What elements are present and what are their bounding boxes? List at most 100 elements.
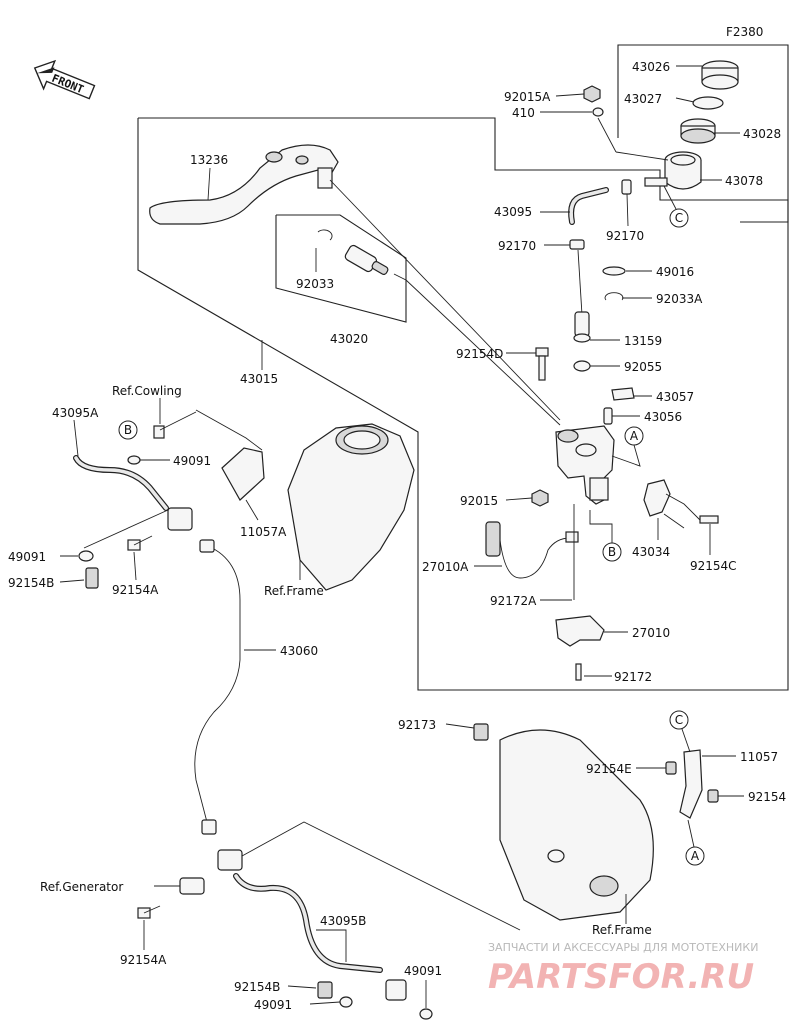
- svg-text:C: C: [675, 713, 683, 727]
- frame-bottom: [499, 729, 654, 921]
- label-92154B-a: 92154B: [8, 576, 54, 590]
- label-43020: 43020: [330, 332, 368, 346]
- master-cylinder-frame: [137, 117, 789, 691]
- label-49091-b: 49091: [8, 550, 46, 564]
- label-ref-cowling: Ref.Cowling: [112, 384, 182, 398]
- junction-lower: [217, 849, 243, 871]
- bracket-11057: [679, 749, 703, 819]
- label-43060: 43060: [280, 644, 318, 658]
- leader-49091c: [309, 1001, 341, 1005]
- label-43057: 43057: [656, 390, 694, 404]
- label-92173: 92173: [398, 718, 436, 732]
- clamp-92170-a: [621, 179, 632, 195]
- label-43056: 43056: [644, 410, 682, 424]
- hose-line-13159: [577, 249, 583, 316]
- switch-27010A: [485, 521, 579, 579]
- circlip-92033A: [604, 292, 624, 301]
- nut-92015: [531, 489, 549, 507]
- label-ref-frame-1: Ref.Frame: [264, 584, 324, 598]
- pipe-43060: [194, 539, 241, 835]
- label-43095: 43095: [494, 205, 532, 219]
- front-arrow-icon: FRONT: [33, 59, 96, 100]
- label-49016: 49016: [656, 265, 694, 279]
- leader-49091b: [83, 509, 169, 549]
- leader-43095A: [73, 419, 79, 457]
- reservoir-diaphragm: [680, 118, 716, 144]
- piston-kit-frame: [275, 214, 407, 323]
- bracket-11057A: [221, 447, 265, 501]
- leader-A-right: [611, 444, 641, 467]
- switch-plate-43057: [611, 387, 635, 401]
- leader-410-b: [615, 151, 669, 161]
- leader-92170-a: [626, 193, 629, 227]
- leader-C-bottom: [681, 728, 691, 753]
- label-43095B: 43095B: [320, 914, 366, 928]
- callout-A-right: A: [624, 426, 644, 446]
- label-13159: 13159: [624, 334, 662, 348]
- leader-13236: [207, 167, 211, 201]
- bleeder-43056: [603, 407, 613, 425]
- nut-92015A: [583, 85, 601, 103]
- watermark-logo: PARTSFOR.RU: [488, 957, 754, 997]
- leader-43027: [675, 97, 695, 103]
- label-43015: 43015: [240, 372, 278, 386]
- label-92015: 92015: [460, 494, 498, 508]
- reservoir-tank: [644, 151, 702, 190]
- circlip-92033: [317, 229, 333, 241]
- leader-B-mid: [589, 510, 613, 543]
- lever-leader: [329, 179, 561, 421]
- label-92055: 92055: [624, 360, 662, 374]
- hose-43095B: [233, 873, 383, 973]
- washer-410: [592, 107, 604, 117]
- label-92154A-a: 92154A: [112, 583, 159, 597]
- leader-43034-b: [663, 513, 685, 529]
- bolt-92154A-b: [137, 905, 161, 919]
- reservoir-cap: [701, 60, 739, 90]
- callout-A-bottom: A: [685, 846, 705, 866]
- leader-410-a: [597, 117, 617, 153]
- leader-92173: [445, 723, 475, 729]
- leader-A-bottom: [687, 819, 695, 848]
- label-43078: 43078: [725, 174, 763, 188]
- label-92033A: 92033A: [656, 292, 703, 306]
- svg-text:C: C: [675, 211, 683, 225]
- label-49091-c: 49091: [254, 998, 292, 1012]
- leader-43034-a: [665, 493, 701, 521]
- label-92154B-b: 92154B: [234, 980, 280, 994]
- washer-49091-b: [78, 550, 94, 562]
- label-92154: 92154: [748, 790, 786, 804]
- callout-C-top: C: [669, 208, 689, 228]
- screw-92172: [575, 663, 582, 681]
- oring-92055: [573, 360, 591, 372]
- leader-11057A: [245, 499, 259, 521]
- label-11057A: 11057A: [240, 525, 287, 539]
- label-92172A: 92172A: [490, 594, 537, 608]
- label-410: 410: [512, 106, 535, 120]
- watermark-tagline: ЗАПЧАСТИ И АКСЕССУАРЫ ДЛЯ МОТОТЕХНИКИ: [488, 941, 758, 954]
- rod-leader: [393, 273, 407, 281]
- slave-fitting: [385, 979, 407, 1001]
- bolt-top-left: [153, 411, 197, 439]
- svg-text:A: A: [630, 429, 639, 443]
- svg-text:B: B: [608, 545, 616, 559]
- fitting-13159: [573, 311, 591, 343]
- label-92172: 92172: [614, 670, 652, 684]
- switch-27010: [555, 615, 605, 647]
- leader-43095B: [316, 929, 347, 962]
- callout-C-bottom: C: [669, 710, 689, 730]
- label-43026: 43026: [632, 60, 670, 74]
- svg-text:B: B: [124, 423, 132, 437]
- label-92154D: 92154D: [456, 347, 503, 361]
- pushrod-line: [405, 279, 561, 426]
- callout-B-left: B: [118, 420, 138, 440]
- connector-92173: [473, 723, 489, 741]
- washer-49091-d: [419, 1008, 433, 1020]
- callout-B-mid: B: [602, 542, 622, 562]
- leader-C-top: [663, 185, 677, 210]
- bolt-92154A-a: [127, 535, 153, 551]
- label-ref-frame-2: Ref.Frame: [592, 923, 652, 937]
- bolt-92154D: [535, 347, 549, 381]
- label-43028: 43028: [743, 127, 781, 141]
- master-cylinder: [555, 425, 615, 505]
- label-13236: 13236: [190, 153, 228, 167]
